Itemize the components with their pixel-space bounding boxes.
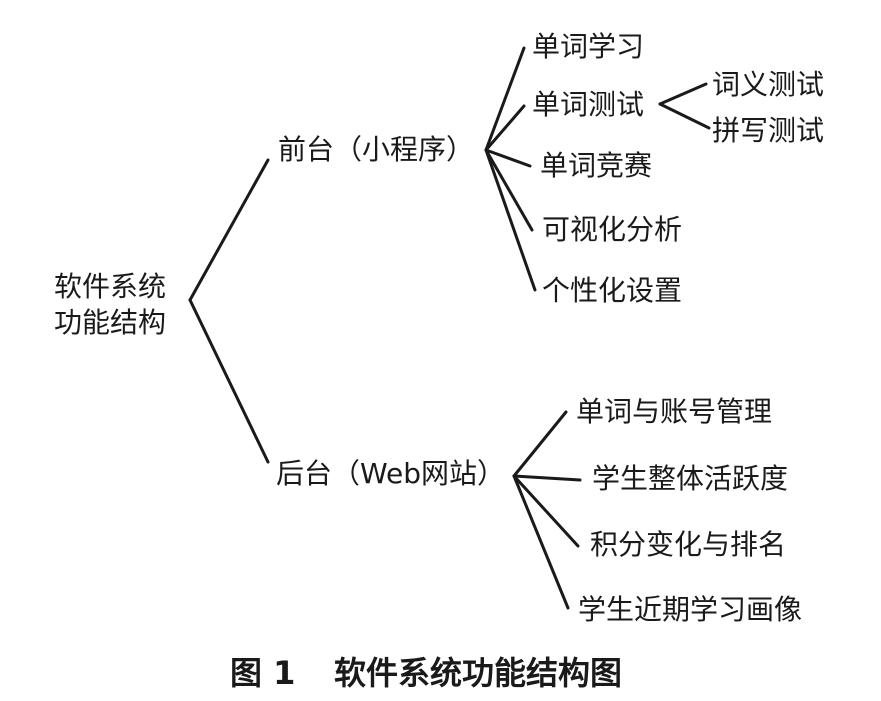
frontend-child-personal-settings: 个性化设置 <box>542 274 682 307</box>
edge-frontend-c2 <box>484 148 532 168</box>
edge-backend-c2 <box>512 474 580 548</box>
edge-frontend-c1 <box>484 104 526 152</box>
caption-title: 软件系统功能结构图 <box>334 654 622 692</box>
test-child-meaning: 词义测试 <box>712 68 824 101</box>
frontend-child-word-learning: 单词学习 <box>532 30 644 63</box>
diagram-edges <box>188 46 711 610</box>
backend-child-points-ranking: 积分变化与排名 <box>590 528 786 561</box>
caption-figure-number: 图 1 <box>230 654 295 692</box>
edge-backend-c0 <box>512 410 568 478</box>
backend-child-activity: 学生整体活跃度 <box>592 462 788 495</box>
edge-frontend-c4 <box>484 148 537 292</box>
frontend-child-word-test: 单词测试 <box>532 88 644 121</box>
backend-label: 后台（Web网站） <box>276 457 505 490</box>
frontend-child-visual-analysis: 可视化分析 <box>542 213 682 246</box>
root-label-line1: 软件系统 <box>54 270 166 303</box>
backend-child-word-account: 单词与账号管理 <box>576 395 772 428</box>
frontend-child-word-contest: 单词竞赛 <box>540 149 652 182</box>
edge-frontend-c0 <box>484 46 526 152</box>
figure-caption: 图 1 软件系统功能结构图 <box>230 654 622 692</box>
backend-child-learning-profile: 学生近期学习画像 <box>578 593 802 626</box>
frontend-label: 前台（小程序） <box>278 133 474 166</box>
test-child-spelling: 拼写测试 <box>712 114 824 147</box>
edge-root-backend <box>188 298 270 464</box>
root-label-line2: 功能结构 <box>54 306 166 339</box>
edge-test-sub1 <box>658 102 711 130</box>
edge-backend-c1 <box>512 474 582 482</box>
edge-backend-c3 <box>512 474 570 610</box>
diagram-nodes: 软件系统 功能结构 前台（小程序） 单词学习 单词测试 单词竞赛 可视化分析 个… <box>54 30 824 626</box>
edge-root-frontend <box>188 158 270 302</box>
edge-frontend-c3 <box>484 148 534 232</box>
edge-test-sub0 <box>658 82 708 106</box>
